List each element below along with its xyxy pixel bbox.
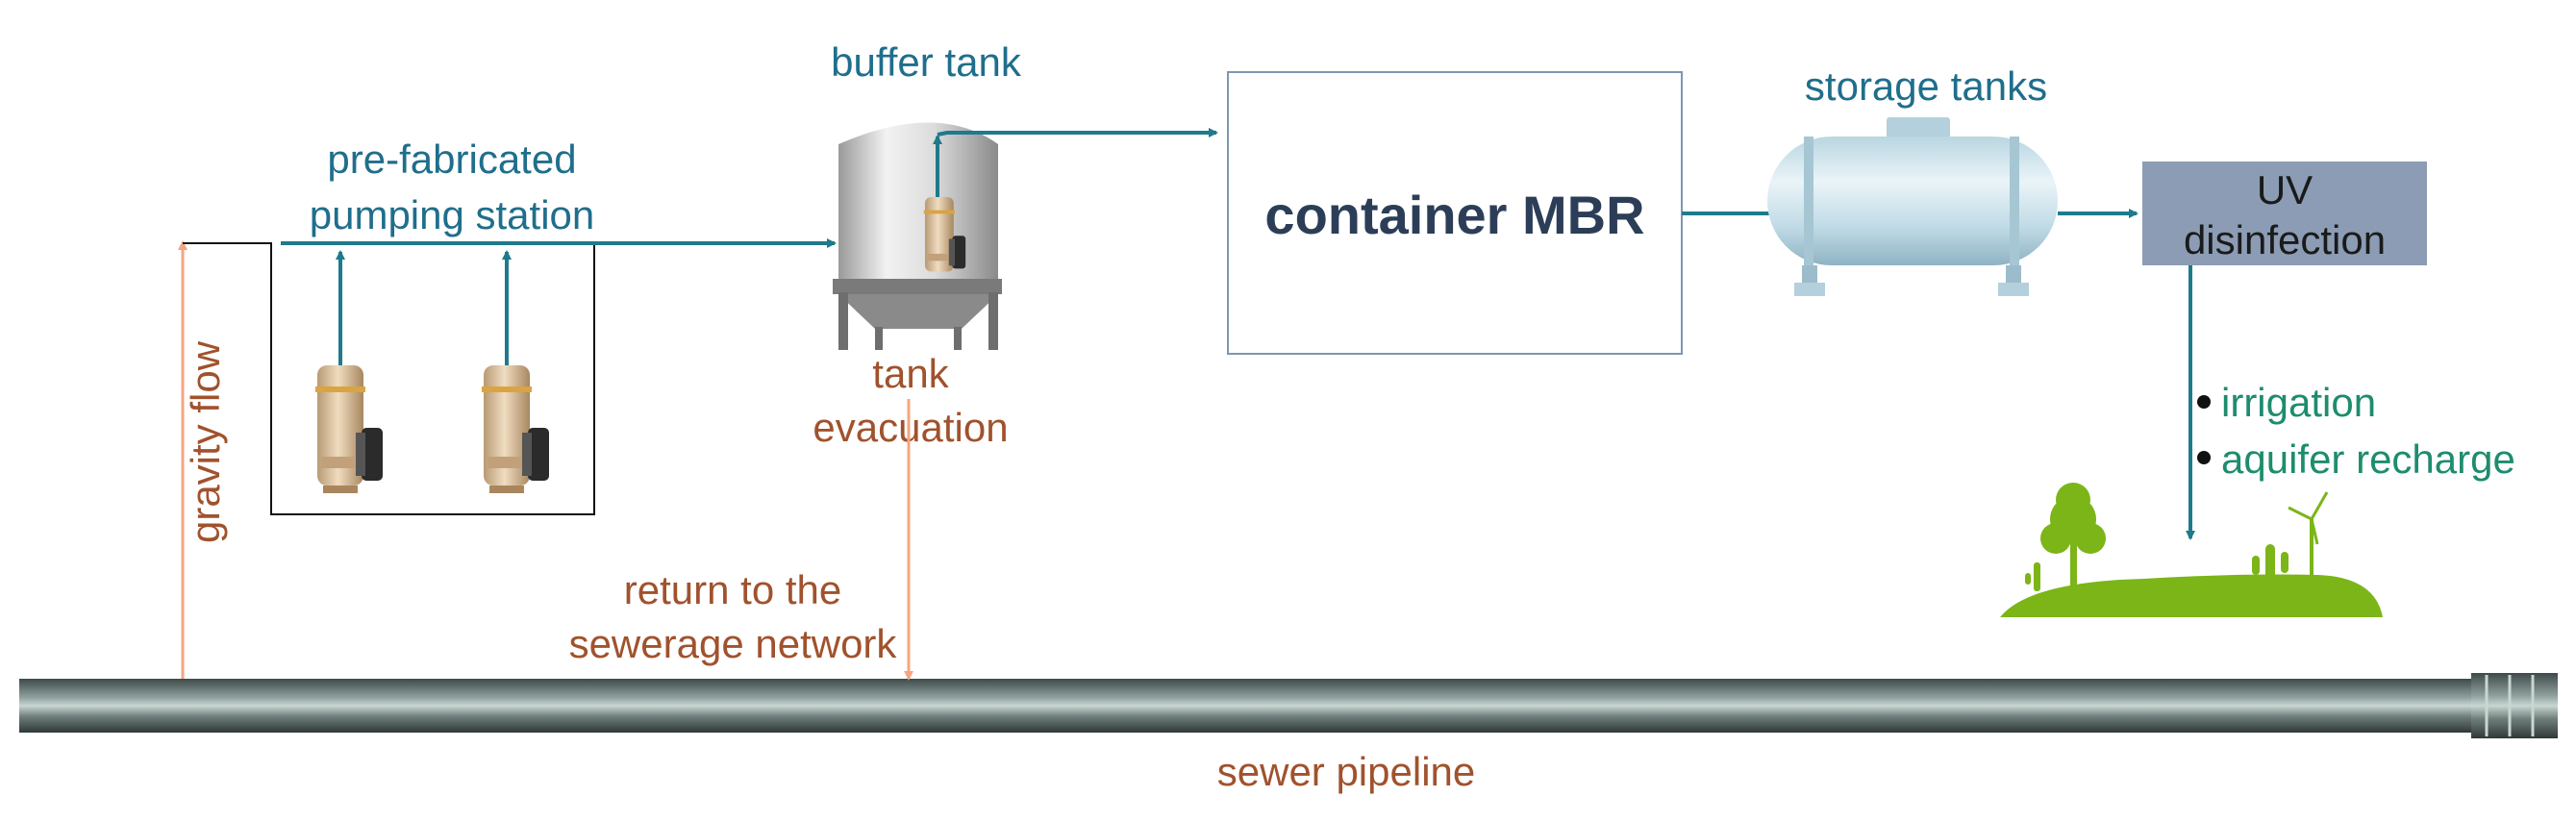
storage-tank-icon [1767, 117, 2058, 296]
submersible-pump-icon [923, 197, 966, 272]
tree-icon [2040, 483, 2106, 586]
uv-label-line2: disinfection [2184, 217, 2386, 262]
submersible-pump-icon [315, 365, 383, 493]
bullet-irrigation [2197, 395, 2211, 409]
reuse-aquifer-label: aquifer recharge [2221, 436, 2515, 482]
feed-line-to-mbr [937, 128, 1218, 137]
tank-evacuation-label-line1: tank [872, 351, 949, 396]
landscape-icon [2000, 483, 2383, 617]
buffer-tank-icon [833, 122, 1002, 350]
uv-label-line1: UV [2257, 167, 2313, 212]
tank-evacuation-label-line2: evacuation [813, 405, 1008, 450]
return-label-line2: sewerage network [569, 621, 898, 666]
sewer-pipeline-graphic [19, 673, 2558, 738]
return-label-line1: return to the [624, 567, 841, 612]
buffer-tank-label: buffer tank [831, 39, 1022, 85]
container-mbr-label: container MBR [1264, 185, 1644, 245]
cactus-icon [2025, 544, 2288, 591]
pumping-station-label-line1: pre-fabricated [327, 137, 576, 182]
sewer-pipeline-label: sewer pipeline [1217, 749, 1476, 794]
pumping-station-label-line2: pumping station [310, 192, 595, 237]
uv-disinfection-box [2142, 162, 2427, 265]
bullet-aquifer [2197, 451, 2211, 464]
wind-turbine-icon [2288, 491, 2329, 585]
storage-tanks-label: storage tanks [1805, 63, 2047, 109]
submersible-pump-icon [482, 365, 549, 493]
reuse-irrigation-label: irrigation [2221, 380, 2376, 425]
gravity-flow-label: gravity flow [183, 340, 228, 543]
